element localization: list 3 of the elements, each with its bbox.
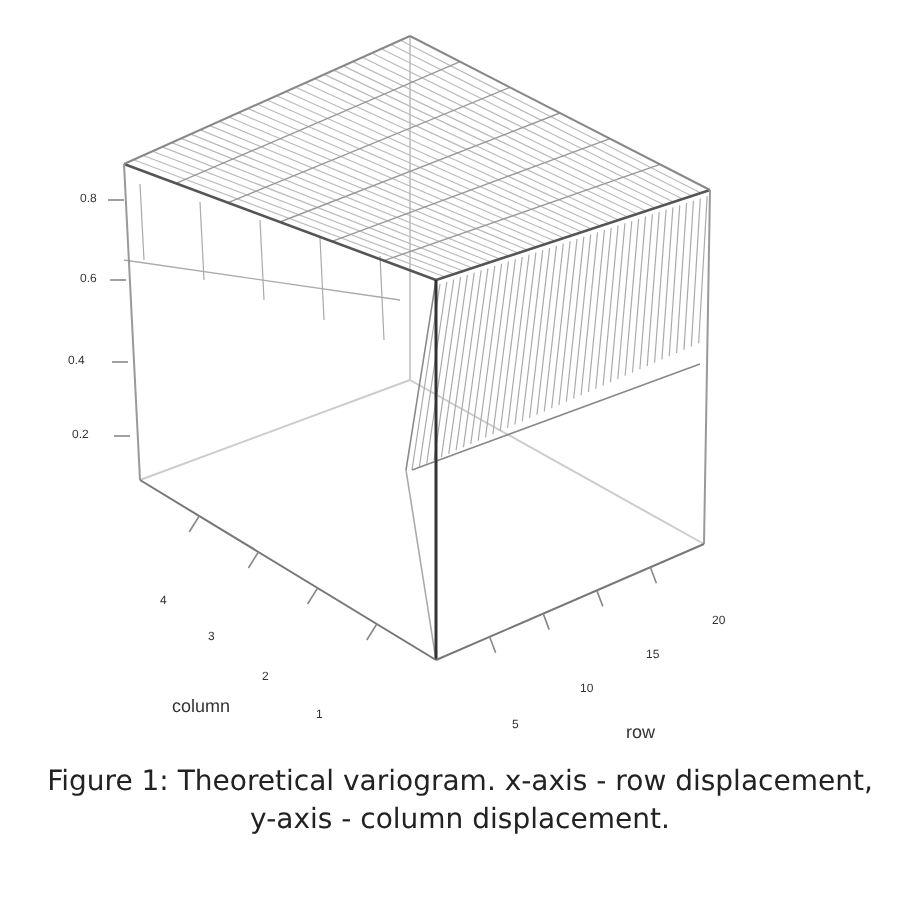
- figure-caption: Figure 1: Theoretical variogram. x-axis - row displacement, y-axis - column displacement.: [45, 764, 875, 840]
- axis-title: column: [172, 696, 231, 716]
- axis-title: row: [626, 722, 656, 742]
